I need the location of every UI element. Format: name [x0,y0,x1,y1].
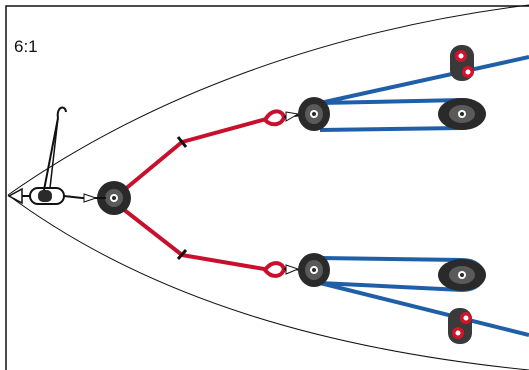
red-line-tick-upper [176,136,188,148]
blue-line-upper-a [319,55,529,105]
purchase-ratio-label: 6:1 [14,37,38,56]
bow-fitting [7,187,83,205]
pin-lower-head [285,264,300,275]
cam-cleat-upper [450,45,474,81]
hull-outline [7,4,529,370]
blue-line-lower-b [319,281,463,292]
blue-line-upper-c [319,126,463,132]
red-line-lower [116,203,271,272]
double-block-lower [298,253,330,287]
red-loop-upper [262,109,287,127]
red-loop-lower [262,261,287,278]
blue-line-lower-c [319,281,529,337]
cam-cleat-lower [448,308,472,344]
central-block [97,181,131,215]
border-left [5,5,529,370]
double-block-upper [298,97,330,131]
hook-lanyard [43,106,67,191]
turning-block-lower [438,259,486,291]
red-line-upper [116,116,271,197]
central-pin-head [83,193,98,203]
blue-line-lower-a [319,256,463,262]
pin-upper-head [285,111,300,122]
turning-block-upper [438,98,486,130]
blue-line-upper-b [319,98,463,105]
red-line-tick-lower [176,249,188,260]
